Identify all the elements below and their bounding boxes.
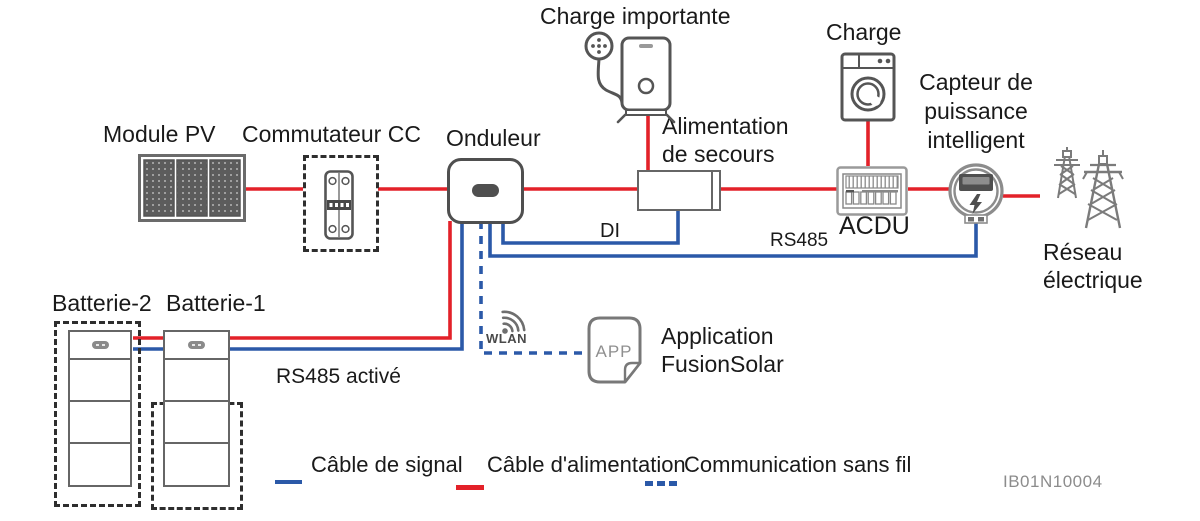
label-inverter: Onduleur [446, 125, 541, 151]
label-app-line1: Application [661, 323, 774, 349]
document-code: IB01N10004 [1003, 472, 1103, 491]
wireless-link-inverter-to-app [479, 221, 584, 355]
battery-module-divider [165, 358, 228, 360]
battery-module-divider [165, 400, 228, 402]
label-rs485: RS485 [770, 230, 829, 251]
legend-power-label: Câble d'alimentation [487, 450, 686, 479]
label-power-grid: Réseau électrique [1043, 238, 1143, 294]
signal-cable-battery-to-inverter [133, 221, 464, 351]
backup-power-box-icon [637, 170, 721, 211]
battery-indicator [92, 341, 109, 349]
label-battery1: Batterie-1 [166, 290, 266, 316]
label-module-pv: Module PV [103, 121, 216, 147]
legend-wireless-label: Communication sans fil [684, 450, 911, 479]
battery2-icon [68, 330, 132, 487]
label-backup-line1: Alimentation [662, 113, 789, 139]
legend-power-swatch [456, 485, 484, 490]
label-battery2: Batterie-2 [52, 290, 152, 316]
signal-cable-rs485 [488, 220, 978, 258]
legend-power-line2: d'alimentation [550, 452, 686, 477]
label-grid-line2: électrique [1043, 267, 1143, 293]
battery-module-divider [165, 442, 228, 444]
label-wlan: WLAN [486, 331, 527, 346]
label-backup-line2: de secours [662, 141, 775, 167]
label-sensor-line3: intelligent [927, 127, 1025, 153]
inverter-icon [447, 158, 524, 224]
battery-indicator [188, 341, 205, 349]
label-important-load: Charge importante [540, 3, 731, 29]
battery1-icon [163, 330, 230, 487]
legend-wireless-line2: sans fil [842, 452, 912, 477]
washing-machine-icon [840, 52, 896, 122]
label-load: Charge [826, 19, 902, 45]
transmission-tower-icon [1054, 147, 1124, 229]
wifi-icon [501, 310, 526, 334]
signal-cable-di [501, 210, 680, 245]
label-backup-power: Alimentation de secours [662, 112, 789, 168]
label-app-line2: FusionSolar [661, 351, 784, 377]
battery-module-divider [70, 400, 130, 402]
app-icon: APP [587, 316, 642, 384]
acdu-icon [836, 166, 908, 216]
circuit-breaker-icon [324, 170, 354, 240]
battery2-dashed-box [54, 321, 141, 507]
solar-panel-icon [138, 154, 246, 222]
dc-switch-dashed-box [303, 155, 379, 252]
battery-module-divider [70, 442, 130, 444]
backup-box-inner-line [711, 172, 713, 209]
legend-signal-line1: Câble de [311, 452, 400, 477]
label-grid-line1: Réseau [1043, 239, 1123, 265]
legend-signal-swatch [275, 480, 302, 484]
label-dc-switch: Commutateur CC [242, 121, 421, 147]
label-fusionsolar-app: Application FusionSolar [661, 322, 784, 378]
app-icon-label: APP [595, 342, 632, 361]
label-rs485-enabled: RS485 activé [276, 365, 401, 388]
legend-wireless-line1: Communication [684, 452, 837, 477]
legend-signal-line2: signal [405, 452, 463, 477]
battery-module-divider [70, 358, 130, 360]
label-power-sensor: Capteur de puissance intelligent [906, 68, 1046, 155]
label-sensor-line1: Capteur de [919, 69, 1033, 95]
label-sensor-line2: puissance [924, 98, 1028, 124]
legend-signal-label: Câble de signal [311, 450, 463, 479]
inverter-led [472, 184, 499, 197]
label-di: DI [600, 220, 620, 242]
water-heater-icon [584, 31, 676, 124]
power-cable-battery-to-inverter [133, 221, 452, 340]
label-acdu: ACDU [839, 212, 910, 240]
legend-power-line1: Câble [487, 452, 545, 477]
power-sensor-icon [948, 163, 1004, 224]
legend-wireless-swatch [645, 481, 677, 486]
